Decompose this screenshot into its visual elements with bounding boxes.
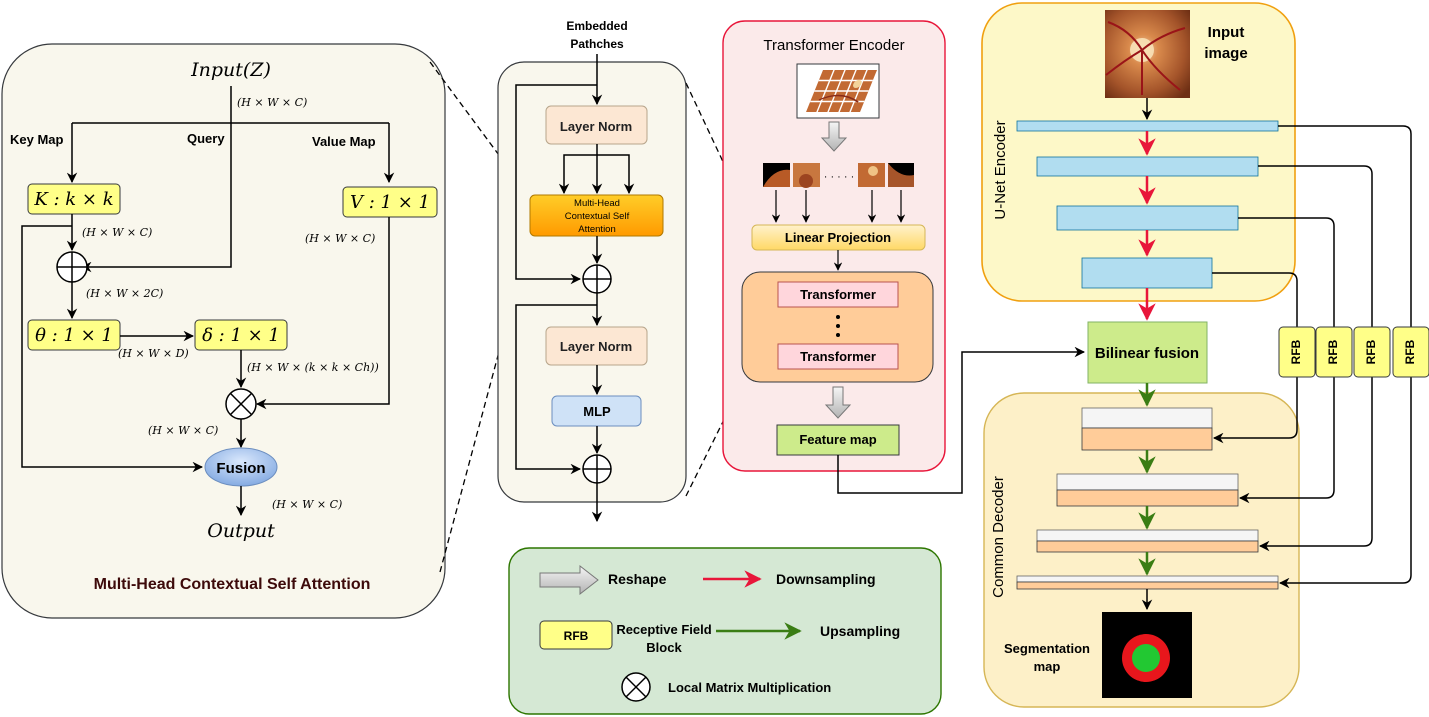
mhcsa-input-dim: (H × W × C) xyxy=(237,96,307,109)
input-image-label-2: image xyxy=(1204,45,1247,62)
legend-local-mult-label: Local Matrix Multiplication xyxy=(668,680,831,695)
dim-after-plus: (H × W × 2C) xyxy=(86,287,163,300)
legend-upsampling-label: Upsampling xyxy=(820,623,900,639)
v-box-label: V : 1 × 1 xyxy=(350,192,430,213)
legend-rfb-desc-1: Receptive Field xyxy=(616,622,711,637)
transformer-encoder-panel: Transformer Encoder xyxy=(722,20,946,472)
encoder-bar-2 xyxy=(1036,156,1259,177)
legend-reshape-arrow xyxy=(539,564,599,596)
transformer-layer-1-label: Transformer xyxy=(800,287,876,302)
skip-connections xyxy=(1212,125,1412,589)
zoom-connector xyxy=(439,235,531,573)
legend-reshape-label: Reshape xyxy=(608,571,667,587)
dim-after-theta: (H × W × D) xyxy=(118,347,189,360)
dim-after-v: (H × W × C) xyxy=(305,232,375,245)
input-image-label-1: Input xyxy=(1208,24,1245,41)
embedded-patches-label-2: Pathches xyxy=(570,37,624,51)
feature-map-connector xyxy=(837,346,1086,494)
transformer-ellipsis-icon xyxy=(836,315,840,337)
mhcsa-input-label: Input(Z) xyxy=(190,59,271,81)
decoder-panel: Common Decoder Segmentation map xyxy=(983,392,1300,708)
feature-map-box xyxy=(776,424,900,456)
segmentation-map-image xyxy=(1102,612,1192,698)
decoder-stage-2-top xyxy=(1056,473,1239,491)
bilinear-fusion-label: Bilinear fusion xyxy=(1095,345,1199,362)
rfb-block-2 xyxy=(1315,326,1353,378)
dim-after-fusion: (H × W × C) xyxy=(272,498,342,511)
image-patches-icon xyxy=(796,63,880,119)
segmentation-label-2: map xyxy=(1034,659,1061,674)
decoder-stage-4-bottom xyxy=(1016,581,1279,590)
decoder-stage-3-bottom xyxy=(1036,540,1259,553)
legend-downsampling-label: Downsampling xyxy=(776,571,876,587)
transformer-layer-1 xyxy=(777,281,899,308)
decoder-stage-2-bottom xyxy=(1056,489,1239,507)
legend-rfb-desc-2: Block xyxy=(646,640,682,655)
encoder-bar-4 xyxy=(1081,257,1213,289)
decoder-stage-4-top xyxy=(1016,575,1279,583)
transformer-block-panel: Embedded Pathches Layer Norm Multi-Head … xyxy=(497,19,687,523)
residual-add-icon-1 xyxy=(582,264,612,294)
key-map-label: Key Map xyxy=(10,132,64,147)
value-map-label: Value Map xyxy=(312,134,376,149)
legend-multiply-icon xyxy=(621,672,651,702)
decoder-stage-3-top xyxy=(1036,529,1259,542)
decoder-title: Common Decoder xyxy=(990,476,1007,598)
linear-projection-label: Linear Projection xyxy=(785,230,891,245)
legend-rfb-label: RFB xyxy=(564,629,589,643)
k-box xyxy=(27,183,121,215)
layer-norm-1-label: Layer Norm xyxy=(560,119,632,134)
delta-box-label: δ : 1 × 1 xyxy=(202,325,280,346)
embedded-patches-label: Embedded xyxy=(566,19,627,33)
rfb-block-1 xyxy=(1278,326,1316,378)
mhcsa-title: Multi-Head Contextual Self Attention xyxy=(94,576,371,593)
transformer-encoder-title: Transformer Encoder xyxy=(763,37,904,54)
legend-panel: Reshape Downsampling RFB Receptive Field… xyxy=(508,547,942,715)
transformer-layer-2 xyxy=(777,343,899,370)
patch-sequence xyxy=(763,163,914,188)
unet-encoder-panel: U-Net Encoder Input image xyxy=(981,2,1296,321)
rfb-blocks: RFB RFB RFB RFB xyxy=(1278,326,1429,378)
rfb-block-4 xyxy=(1392,326,1429,378)
dim-after-multiply: (H × W × C) xyxy=(148,424,218,437)
local-multiply-icon xyxy=(225,388,257,420)
dim-after-k: (H × W × C) xyxy=(82,226,152,239)
k-box-label: K : k × k xyxy=(33,189,113,210)
rfb-block-3-label: RFB xyxy=(1364,339,1378,364)
transformer-layer-2-label: Transformer xyxy=(800,349,876,364)
rfb-block-2-label: RFB xyxy=(1326,339,1340,364)
unet-encoder-title: U-Net Encoder xyxy=(992,120,1009,219)
theta-box-label: θ : 1 × 1 xyxy=(35,325,113,346)
fusion-label: Fusion xyxy=(216,460,265,477)
dim-after-delta: (H × W × (k × k × Ch)) xyxy=(247,361,379,374)
mhcsa-panel: Input(Z) (H × W × C) Key Map Query Value… xyxy=(1,43,446,619)
residual-add-icon-2 xyxy=(582,454,612,484)
rfb-block-3 xyxy=(1353,326,1391,378)
query-label: Query xyxy=(187,131,225,146)
encoder-bar-3 xyxy=(1056,205,1239,231)
legend-rfb-box xyxy=(539,620,613,650)
patch-sequence-dots: · · · · · xyxy=(824,171,855,183)
encoder-bar-1 xyxy=(1016,120,1279,132)
theta-box xyxy=(27,319,121,351)
feature-map-label: Feature map xyxy=(799,432,876,447)
attention-label-3: Attention xyxy=(578,224,616,235)
rfb-block-1-label: RFB xyxy=(1289,339,1303,364)
fundus-input-image xyxy=(1105,10,1190,98)
mhcsa-output-label: Output xyxy=(207,520,275,542)
mlp-label: MLP xyxy=(583,404,611,419)
attention-label-2: Contextual Self xyxy=(565,211,630,222)
rfb-block-4-label: RFB xyxy=(1403,339,1417,364)
decoder-stage-1-top xyxy=(1081,407,1213,429)
v-box xyxy=(342,186,438,218)
attention-label-1: Multi-Head xyxy=(574,198,620,209)
decoder-stage-1-bottom xyxy=(1081,427,1213,451)
reshape-arrow-2 xyxy=(824,386,852,419)
reshape-arrow-1 xyxy=(820,121,848,152)
segmentation-label-1: Segmentation xyxy=(1004,641,1090,656)
concat-plus-icon xyxy=(56,251,88,283)
layer-norm-2-label: Layer Norm xyxy=(560,339,632,354)
